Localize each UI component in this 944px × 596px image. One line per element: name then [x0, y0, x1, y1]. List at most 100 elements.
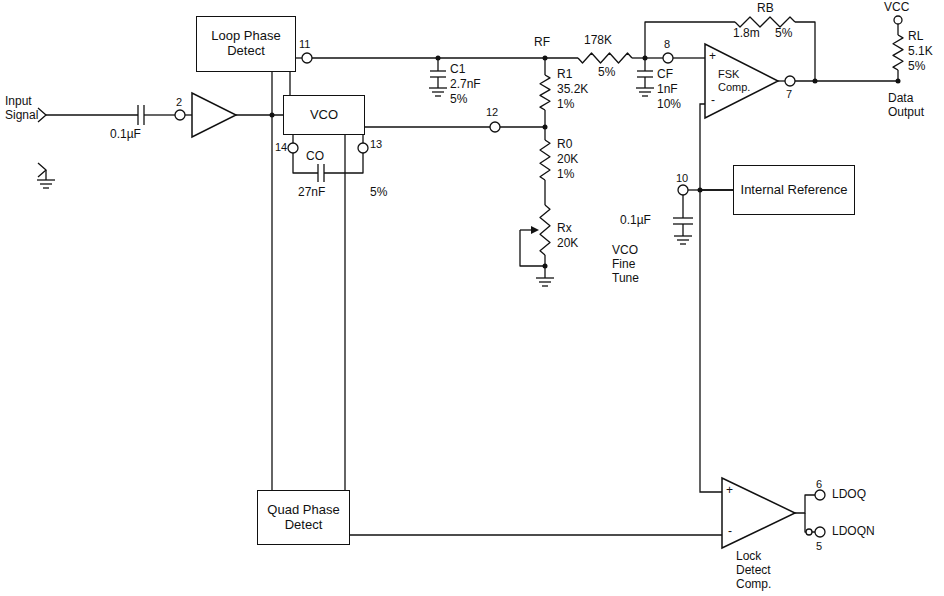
- capacitor-symbol: [137, 105, 138, 125]
- signal-wire: [289, 72, 290, 95]
- pin-number: 8: [664, 38, 670, 51]
- component-label: 0.1µF: [110, 128, 141, 142]
- pin-number: 6: [816, 478, 822, 491]
- component-label: C1: [450, 63, 465, 77]
- wiper: [520, 230, 545, 266]
- component-label: 5%: [908, 60, 925, 74]
- pin-terminal: [663, 53, 673, 63]
- wiper-arrow: [531, 226, 539, 234]
- pin-number: 14: [275, 141, 287, 154]
- pin-terminal: [678, 185, 688, 195]
- block-label: Lock Detect Comp.: [736, 550, 791, 591]
- component-label: 20K: [557, 153, 578, 167]
- pin-terminal: [815, 527, 825, 537]
- wire: [544, 180, 545, 205]
- resistor-symbol: [540, 205, 550, 255]
- resistor-symbol: [893, 35, 903, 70]
- component-label: RF: [534, 36, 550, 50]
- wire: [324, 153, 363, 173]
- capacitor-symbol: [673, 217, 693, 218]
- component-label: 5%: [598, 66, 615, 80]
- pin-terminal: [815, 490, 825, 500]
- block-label: Loop Phase Detect: [203, 29, 289, 59]
- wire: [644, 58, 645, 71]
- pin-terminal: [490, 122, 500, 132]
- wire: [365, 126, 490, 127]
- component-label: +: [709, 50, 716, 64]
- component-label: R0: [557, 138, 572, 152]
- comparator-outline: [722, 478, 795, 548]
- wire: [312, 57, 578, 58]
- component-label: 5.1K: [908, 45, 933, 59]
- component-label: Data Output: [888, 92, 936, 120]
- wire: [185, 114, 192, 115]
- phase-detector-block: Quad Phase Detect: [257, 490, 350, 545]
- block-label: Internal Reference: [741, 183, 848, 198]
- component-label: Input Signal: [5, 95, 55, 123]
- wire: [500, 126, 545, 127]
- capacitor-symbol: [317, 164, 318, 182]
- component-label: 5%: [370, 186, 387, 200]
- pin-terminal: [175, 110, 185, 120]
- component-label: 27nF: [298, 186, 325, 200]
- ground-symbol: [674, 235, 692, 236]
- wire: [437, 77, 438, 88]
- component-label: +: [726, 484, 733, 498]
- component-label: R1: [557, 68, 572, 82]
- ground-symbol: [432, 91, 444, 92]
- component-label: CF: [657, 68, 673, 82]
- ground-symbol: [536, 277, 554, 278]
- comparator-outline: [705, 44, 778, 118]
- component-label: 1%: [557, 98, 574, 112]
- reference-block: Internal Reference: [733, 165, 855, 215]
- wire: [45, 170, 46, 180]
- wire: [673, 57, 705, 58]
- component-label: Rx: [557, 222, 572, 236]
- resistor-symbol: [578, 53, 632, 63]
- wire: [795, 495, 815, 513]
- wire: [437, 58, 438, 71]
- ground-symbol: [40, 183, 52, 184]
- wire: [46, 114, 138, 115]
- wire: [362, 135, 363, 143]
- resistor-symbol: [540, 75, 550, 110]
- component-label: 0.1µF: [620, 214, 651, 228]
- pin-number: 7: [786, 88, 792, 101]
- pin-terminal: [806, 529, 812, 535]
- component-label: 5%: [450, 93, 467, 107]
- wire: [236, 114, 283, 115]
- capacitor-symbol: [430, 70, 446, 71]
- phase-detector-block: Loop Phase Detect: [196, 16, 296, 72]
- ground-symbol: [435, 95, 441, 96]
- ground-symbol: [37, 179, 55, 180]
- resistor-symbol: [735, 17, 795, 27]
- pin-terminal: [358, 143, 368, 153]
- capacitor-symbol: [637, 70, 653, 71]
- pin-number: 2: [176, 96, 182, 109]
- component-label: 1%: [557, 168, 574, 182]
- pin-number: 13: [370, 138, 382, 151]
- wire: [144, 114, 175, 115]
- wire: [296, 57, 302, 58]
- component-label: 2.7nF: [450, 78, 481, 92]
- wire: [795, 22, 815, 81]
- wire: [644, 77, 645, 88]
- vco-block: VCO: [283, 95, 365, 135]
- amplifier-symbol: [192, 93, 236, 137]
- junction-dot: [896, 79, 901, 84]
- ground-symbol: [542, 285, 548, 286]
- ground-symbol: [677, 239, 689, 240]
- block-label: VCO: [310, 108, 338, 123]
- ground-symbol: [429, 87, 447, 88]
- ground-symbol: [539, 281, 551, 282]
- ground-symbol: [680, 243, 686, 244]
- signal-wire: [350, 534, 722, 535]
- component-label: 20K: [557, 237, 578, 251]
- component-label: 1nF: [657, 83, 678, 97]
- junction-dot: [543, 264, 548, 269]
- resistor-symbol: [540, 140, 550, 180]
- input-terminal: [38, 108, 46, 122]
- wire: [795, 80, 898, 81]
- wire: [897, 24, 898, 35]
- component-label: VCC: [884, 1, 909, 15]
